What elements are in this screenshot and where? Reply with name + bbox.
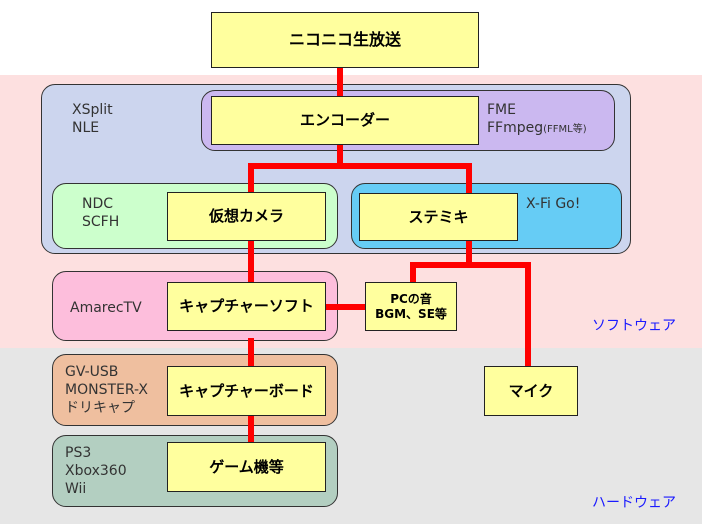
game-console-node: ゲーム機等 <box>167 442 326 492</box>
capture-software-node: キャプチャーソフト <box>167 282 326 331</box>
capture-board-node: キャプチャーボード <box>167 366 326 416</box>
connector-branch-left <box>248 163 254 193</box>
virtual-camera-node: 仮想カメラ <box>167 192 326 241</box>
niconico-node: ニコニコ生放送 <box>211 12 479 68</box>
connector-branch-right <box>466 163 472 193</box>
fme-label-note: (FFML等) <box>543 124 587 135</box>
connector-pc-audio <box>410 262 416 284</box>
pc-audio-node: PCの音 BGM、SE等 <box>365 282 457 331</box>
software-zone-label: ソフトウェア <box>592 318 676 334</box>
hardware-zone-label: ハードウェア <box>592 495 676 511</box>
xsplit-label: XSplit NLE <box>72 102 113 136</box>
connector-camera-capture <box>248 240 254 298</box>
connector-mic <box>525 262 531 368</box>
xfi-label: X-Fi Go! <box>526 196 581 212</box>
stereo-mix-node: ステミキ <box>359 193 518 241</box>
fme-label: FME FFmpeg(FFML等) <box>487 101 587 139</box>
connector-branch-horizontal <box>248 163 471 169</box>
amarec-label: AmarecTV <box>70 300 142 316</box>
connector-niconico-encoder <box>337 67 343 97</box>
connector-capture-pcaudio <box>325 304 367 310</box>
capture-hw-label: GV-USB MONSTER-X ドリキャプ <box>65 364 148 416</box>
encoder-node: エンコーダー <box>211 96 479 145</box>
consoles-label: PS3 Xbox360 Wii <box>65 445 127 497</box>
fme-label-main: FME FFmpeg <box>487 102 544 136</box>
connector-encoder-down <box>337 144 343 168</box>
connector-capture-board <box>248 338 254 368</box>
connector-board-game <box>248 415 254 447</box>
ndc-label: NDC SCFH <box>82 196 120 230</box>
connector-stereo-down <box>466 240 472 268</box>
connector-audio-horizontal <box>410 262 530 268</box>
mic-node: マイク <box>484 366 578 416</box>
